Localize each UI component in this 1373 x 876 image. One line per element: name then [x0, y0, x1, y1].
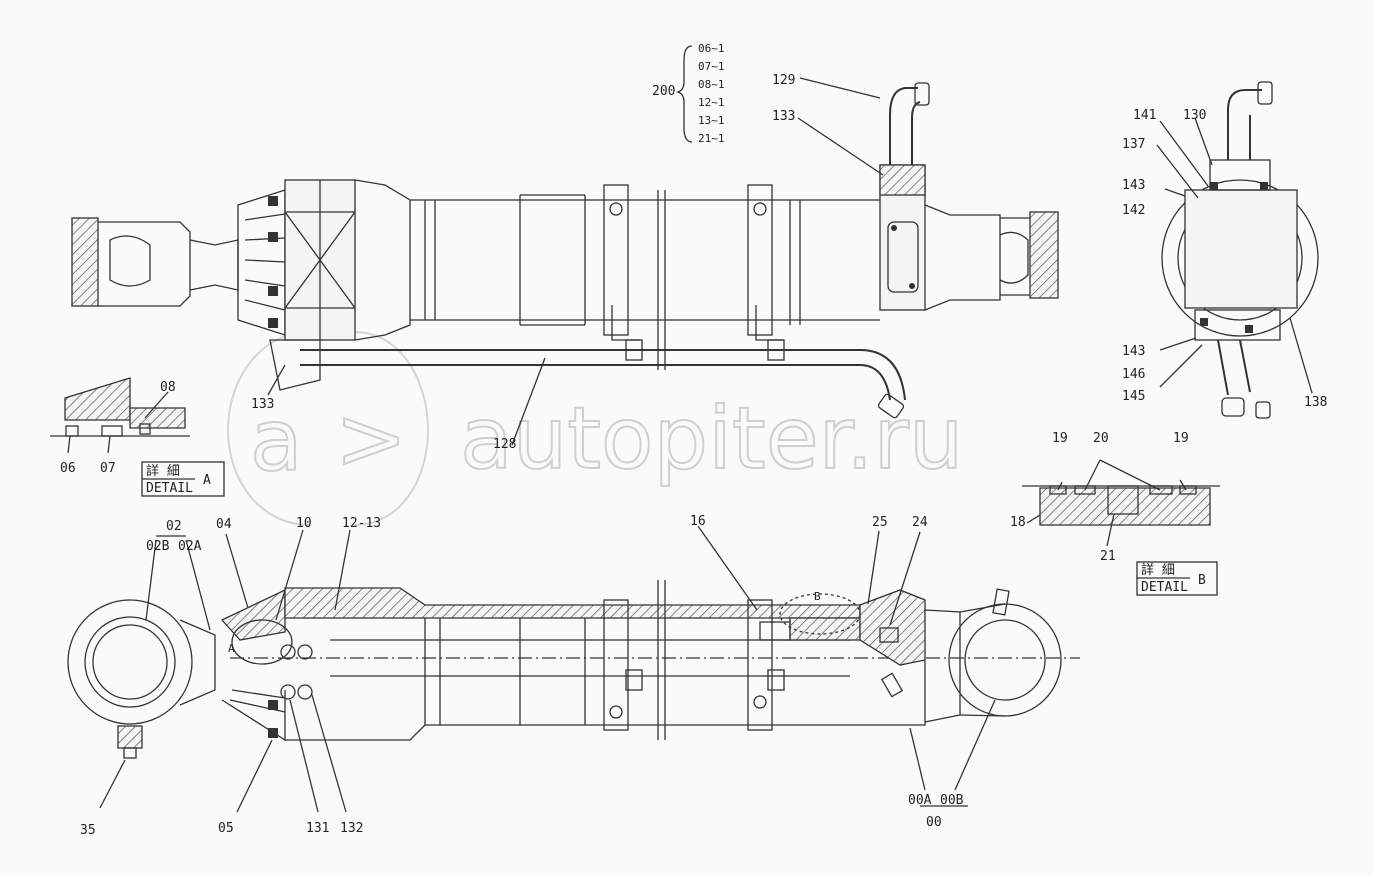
label-143-bottom: 143 [1122, 344, 1145, 359]
leader-lines [67, 77, 1313, 813]
label-142: 142 [1122, 203, 1145, 218]
label-133-lower: 133 [251, 397, 274, 412]
group-200: 200 06~1 07~1 08~1 12~1 13~1 21~1 [652, 42, 725, 145]
detail-a [50, 377, 225, 497]
label-146: 146 [1122, 367, 1145, 382]
watermark-arrow: > [335, 389, 407, 489]
detail-captions: 詳 細 DETAIL A 詳 細 DETAIL B [146, 463, 1206, 595]
label-143-top: 143 [1122, 178, 1145, 193]
label-19-right: 19 [1173, 431, 1189, 446]
label-00b: 00B [940, 793, 964, 808]
part-labels: 129 133 133 128 130 141 137 143 142 143 … [60, 73, 1327, 838]
label-21: 21 [1100, 549, 1116, 564]
watermark-logo-icon [226, 331, 311, 526]
label-128: 128 [493, 437, 516, 452]
label-12-13: 12-13 [342, 516, 381, 531]
svg-text:08~1: 08~1 [698, 78, 725, 91]
label-130: 130 [1183, 108, 1206, 123]
label-131: 131 [306, 821, 329, 836]
section-mark-b: B [814, 590, 821, 603]
label-35: 35 [80, 823, 96, 838]
label-19-left: 19 [1052, 431, 1068, 446]
bottom-cylinder [67, 580, 1080, 759]
watermark: a > autopiter.ru [226, 331, 964, 526]
label-02a: 02A [178, 539, 202, 554]
label-129: 129 [772, 73, 795, 88]
label-00a: 00A [908, 793, 932, 808]
label-20: 20 [1093, 431, 1109, 446]
section-mark-a: A [228, 642, 235, 655]
detail-b [1022, 485, 1220, 596]
label-137: 137 [1122, 137, 1145, 152]
svg-text:12~1: 12~1 [698, 96, 725, 109]
svg-text:21~1: 21~1 [698, 132, 725, 145]
label-00: 00 [926, 815, 942, 830]
label-24: 24 [912, 515, 928, 530]
label-18: 18 [1010, 515, 1026, 530]
detail-a-en: DETAIL [146, 481, 193, 496]
label-133-top: 133 [772, 109, 795, 124]
end-view [1161, 81, 1319, 419]
label-141: 141 [1133, 108, 1156, 123]
label-25: 25 [872, 515, 888, 530]
label-132: 132 [340, 821, 363, 836]
label-145: 145 [1122, 389, 1145, 404]
rod-eye-left [71, 217, 99, 307]
label-08: 08 [160, 380, 176, 395]
svg-text:06~1: 06~1 [698, 42, 725, 55]
label-02: 02 [166, 519, 182, 534]
detail-a-letter: A [203, 473, 211, 488]
svg-text:13~1: 13~1 [698, 114, 725, 127]
label-16: 16 [690, 514, 706, 529]
label-200: 200 [652, 84, 675, 99]
label-10: 10 [296, 516, 312, 531]
label-07: 07 [100, 461, 116, 476]
cross-hatch-icon [284, 211, 356, 309]
label-138: 138 [1304, 395, 1327, 410]
label-02b: 02B [146, 539, 170, 554]
label-04: 04 [216, 517, 232, 532]
label-05: 05 [218, 821, 234, 836]
detail-b-jp: 詳 細 [1141, 562, 1175, 578]
top-cylinder [71, 82, 1059, 419]
watermark-letter: a [250, 391, 303, 491]
svg-text:07~1: 07~1 [698, 60, 725, 73]
detail-a-jp: 詳 細 [146, 463, 180, 479]
label-06: 06 [60, 461, 76, 476]
detail-b-letter: B [1198, 573, 1206, 588]
watermark-text: autopiter.ru [460, 389, 963, 489]
bolt-icon [268, 196, 278, 206]
detail-b-en: DETAIL [1141, 580, 1188, 595]
